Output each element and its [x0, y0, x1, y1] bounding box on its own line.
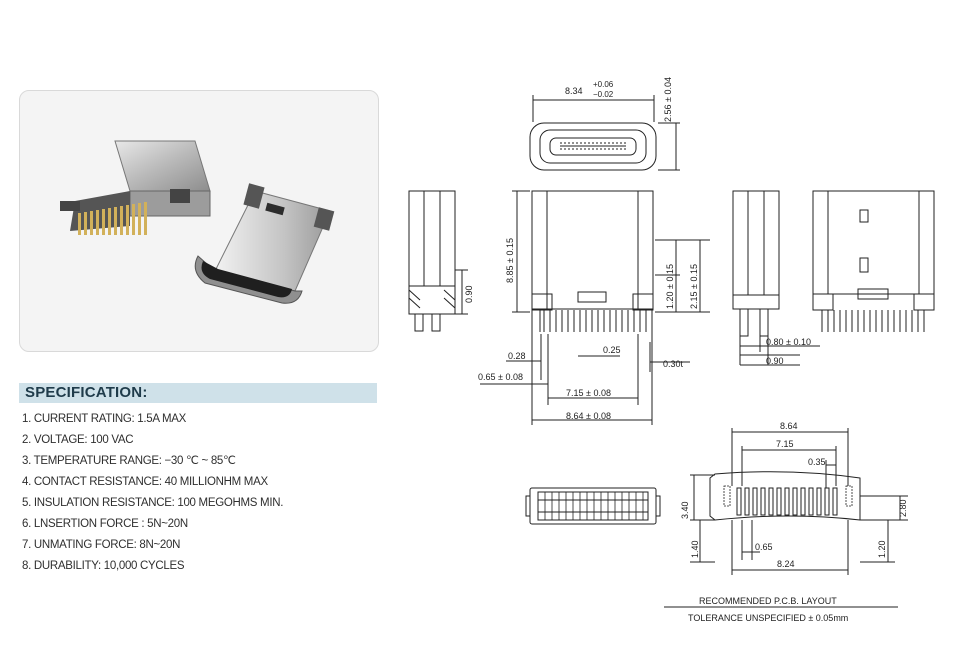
front-height-a-label: 1.20 ± 0.15: [665, 264, 675, 309]
spec-item: 2. VOLTAGE: 100 VAC: [22, 434, 134, 446]
side-090-label: 0.90: [766, 356, 784, 366]
front-028-label: 0.28: [508, 351, 526, 361]
top-height-label: 2.56 ± 0.04: [663, 77, 673, 122]
rear-view-pins: [821, 310, 925, 332]
spec-item: 1. CURRENT RATING: 1.5A MAX: [22, 413, 187, 425]
spec-item: 5. INSULATION RESISTANCE: 100 MEGOHMS MI…: [22, 497, 284, 509]
pcb-pads: [723, 485, 853, 516]
spec-item: 6. LNSERTION FORCE : 5N~20N: [22, 518, 188, 530]
front-715-label: 7.15 ± 0.08: [566, 388, 611, 398]
top-view: [529, 95, 680, 171]
front-view-pins: [539, 310, 647, 332]
front-view: [480, 190, 710, 425]
rear-view: [812, 190, 935, 332]
tolerance-note: TOLERANCE UNSPECIFIED ± 0.05mm: [688, 613, 848, 623]
pcb-280-label: 2.80: [898, 499, 908, 517]
left-view-090-label: 0.90: [464, 285, 474, 303]
spec-item: 3. TEMPERATURE RANGE: −30 ℃ ~ 85℃: [22, 455, 236, 467]
pcb-340-label: 3.40: [680, 501, 690, 519]
front-025-label: 0.25: [603, 345, 621, 355]
recommended-note: RECOMMENDED P.C.B. LAYOUT: [699, 596, 837, 606]
front-864-label: 8.64 ± 0.08: [566, 411, 611, 421]
bottom-view: [525, 487, 661, 525]
specification-header: SPECIFICATION:: [19, 383, 377, 403]
product-photo: [19, 90, 379, 352]
pcb-065-label: 0.65: [755, 542, 773, 552]
pcb-120-label: 1.20: [877, 540, 887, 558]
side-section-view: [732, 190, 820, 366]
top-width-label: 8.34: [565, 86, 583, 96]
spec-item: 8. DURABILITY: 10,000 CYCLES: [22, 560, 185, 572]
spec-item: 4. CONTACT RESISTANCE: 40 MILLIONHM MAX: [22, 476, 268, 488]
pcb-824-label: 8.24: [777, 559, 795, 569]
top-width-tol-minus: −0.02: [593, 90, 614, 99]
front-030t-label: 0.30t: [663, 359, 684, 369]
front-065-label: 0.65 ± 0.08: [478, 372, 523, 382]
top-width-tol-plus: +0.06: [593, 80, 614, 89]
specification-list: 1. CURRENT RATING: 1.5A MAX 2. VOLTAGE: …: [22, 409, 283, 577]
technical-drawing: 8.34 +0.06 −0.02 2.56 ± 0.04 0.90 8.85 ±…: [408, 77, 935, 623]
pcb-864-label: 8.64: [780, 421, 798, 431]
specification-title: SPECIFICATION:: [25, 384, 148, 401]
pcb-035-label: 0.35: [808, 457, 826, 467]
left-side-view: [408, 190, 468, 332]
front-height-b-label: 2.15 ± 0.15: [689, 264, 699, 309]
connector-photo-right: [194, 183, 335, 304]
pcb-715-label: 7.15: [776, 439, 794, 449]
front-height-total-label: 8.85 ± 0.15: [505, 238, 515, 283]
spec-item: 7. UNMATING FORCE: 8N~20N: [22, 539, 181, 551]
connector-photo-left: [60, 140, 211, 235]
side-080-label: 0.80 ± 0.10: [766, 337, 811, 347]
pcb-140-label: 1.40: [690, 540, 700, 558]
pcb-layout: [664, 428, 908, 608]
